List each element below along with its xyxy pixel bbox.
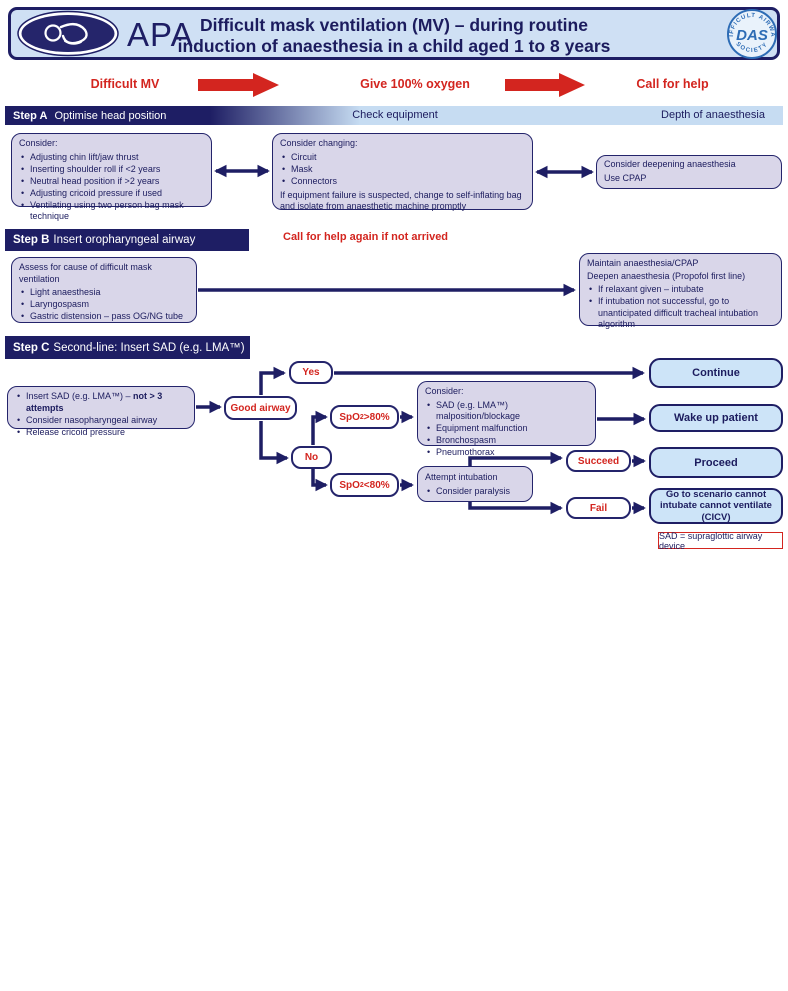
das-logo: DIFFICULT AIRWAY SOCIETY DAS <box>726 8 777 59</box>
box-insert-sad: Insert SAD (e.g. LMA™) – not > 3 attempt… <box>7 386 195 438</box>
list-item: Light anaesthesia <box>19 287 190 299</box>
decision-no: No <box>291 446 332 469</box>
list-item: SAD (e.g. LMA™) malposition/blockage <box>425 400 589 423</box>
box-line: Deepen anaesthesia (Propofol first line) <box>587 271 746 281</box>
step-b-bar: Step B Insert oropharyngeal airway <box>5 229 249 251</box>
equipment-failure-note: If equipment failure is suspected, chang… <box>280 189 522 212</box>
list-item: Release cricoid pressure <box>15 427 188 439</box>
red-arrow-icon <box>198 73 279 97</box>
box-line: Consider deepening anaesthesia <box>604 159 736 169</box>
page-title-line1: Difficult mask ventilation (MV) – during… <box>200 15 588 35</box>
step-b-title: Insert oropharyngeal airway <box>53 234 196 246</box>
list-item: Neutral head position if >2 years <box>19 176 205 188</box>
box-header: Assess for cause of difficult mask venti… <box>19 262 152 284</box>
action-difficult-mv: Difficult MV <box>90 77 160 91</box>
outcome-cicv: Go to scenario cannot intubate cannot ve… <box>649 488 783 524</box>
outcome-continue: Continue <box>649 358 783 388</box>
step-a-bar-title: Step A Optimise head position <box>13 109 167 122</box>
list-item: If intubation not successful, go to unan… <box>587 296 775 331</box>
sad-footnote: SAD = supraglottic airway device <box>658 531 783 551</box>
box-line: Maintain anaesthesia/CPAP <box>587 258 699 268</box>
list-item: Bronchospasm <box>425 435 589 447</box>
apa-logo: APA <box>17 10 194 57</box>
list-item: Gastric distension – pass OG/NG tube <box>19 311 190 323</box>
step-b-label: Step B <box>13 234 50 246</box>
box-line: Use CPAP <box>604 172 647 183</box>
list-item: Connectors <box>280 176 526 188</box>
box-header: Consider: <box>425 386 464 396</box>
outcome-proceed: Proceed <box>649 447 783 478</box>
list-item: Mask <box>280 164 526 176</box>
connector-goodairway-no <box>259 421 289 465</box>
outcome-wake-up: Wake up patient <box>649 404 783 432</box>
list-item: Laryngospasm <box>19 299 190 311</box>
step-a-bar: Step A Optimise head position Check equi… <box>5 106 783 125</box>
header-banner: Difficult mask ventilation (MV) – during… <box>8 7 780 60</box>
connector-no-spo-low <box>311 469 328 492</box>
decision-succeed: Succeed <box>566 450 631 472</box>
decision-good-airway: Good airway <box>224 396 297 420</box>
box-attempt-intubation: Attempt intubation Consider paralysis <box>417 466 533 502</box>
box-maintain-anaesthesia: Maintain anaesthesia/CPAP Deepen anaesth… <box>579 253 782 329</box>
step-c-label: Step C <box>13 341 50 354</box>
action-give-oxygen: Give 100% oxygen <box>360 77 470 91</box>
box-assess-cause: Assess for cause of difficult mask venti… <box>11 257 197 323</box>
box-head-position: Consider: Adjusting chin lift/jaw thrust… <box>11 133 212 221</box>
list-item: Consider paralysis <box>425 486 526 498</box>
list-item: Ventilating using two person bag mask te… <box>19 200 205 223</box>
step-a-col-equipment: Check equipment <box>352 109 438 121</box>
list-item: Equipment malfunction <box>425 423 589 435</box>
action-call-for-help: Call for help <box>636 77 709 91</box>
box-header: Attempt intubation <box>425 472 498 482</box>
step-c-title: Second-line: Insert SAD (e.g. LMA™) <box>53 341 245 354</box>
box-deepen-anaesthesia: Consider deepening anaesthesia Use CPAP <box>596 155 782 189</box>
page-title-line2: induction of anaesthesia in a child aged… <box>177 36 611 56</box>
box-check-equipment: Consider changing: Circuit Mask Connecto… <box>272 133 533 212</box>
connector-no-spo-high <box>311 410 328 445</box>
apa-logo-text: APA <box>127 16 194 53</box>
box-header: Consider changing: <box>280 138 358 148</box>
list-item: Consider nasopharyngeal airway <box>15 415 188 427</box>
list-item: Inserting shoulder roll if <2 years <box>19 164 205 176</box>
list-item: If relaxant given – intubate <box>587 284 775 296</box>
decision-yes: Yes <box>289 361 333 384</box>
list-item: Adjusting chin lift/jaw thrust <box>19 152 205 164</box>
step-a-col-depth: Depth of anaesthesia <box>661 109 765 121</box>
list-item: Pneumothorax <box>425 447 589 459</box>
red-arrow-icon <box>505 73 585 97</box>
das-logo-center-text: DAS <box>736 27 768 44</box>
list-item: Insert SAD (e.g. LMA™) – not > 3 attempt… <box>15 391 188 414</box>
connector-intubation-fail <box>468 501 563 515</box>
call-again-alert: Call for help again if not arrived <box>283 231 449 243</box>
page-title: Difficult mask ventilation (MV) – during… <box>131 15 657 57</box>
list-item: Adjusting cricoid pressure if used <box>19 188 205 200</box>
box-header: Consider: <box>19 138 58 148</box>
step-c-bar: Step C Second-line: Insert SAD (e.g. LMA… <box>5 336 250 359</box>
box-consider-sad: Consider: SAD (e.g. LMA™) malposition/bl… <box>417 381 596 458</box>
connector-goodairway-yes <box>259 366 286 395</box>
list-item: Circuit <box>280 152 526 164</box>
decision-fail: Fail <box>566 497 631 519</box>
